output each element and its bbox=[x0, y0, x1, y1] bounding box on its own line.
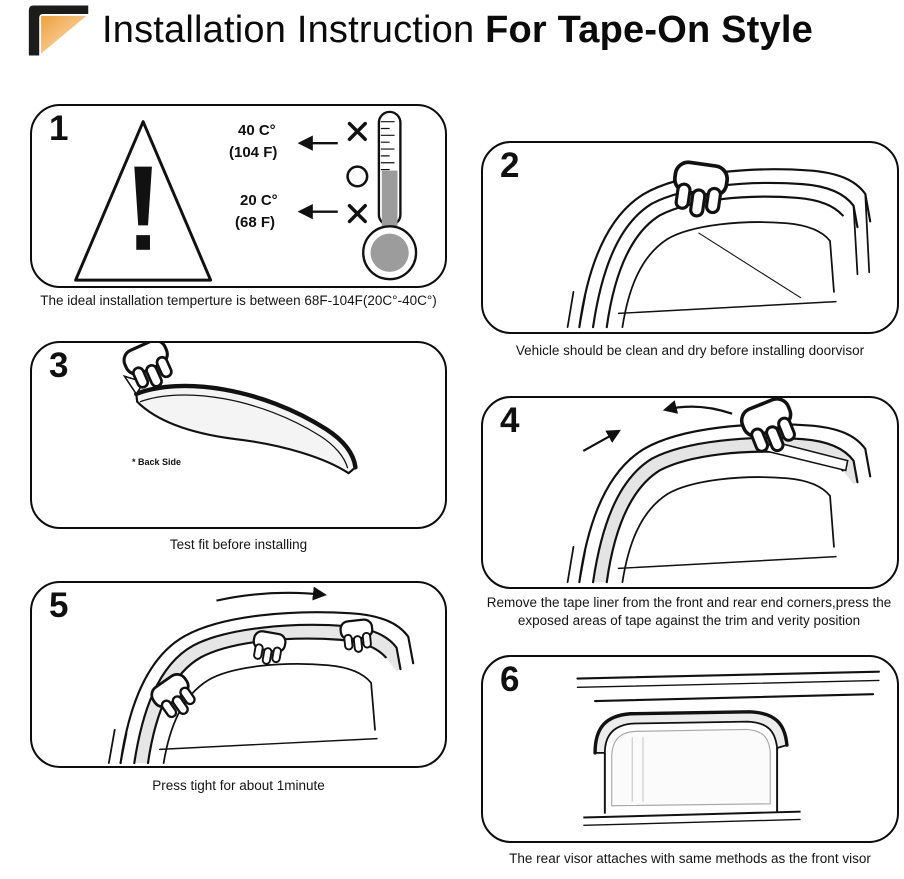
step-1-caption: The ideal installation temperture is bet… bbox=[40, 293, 437, 308]
thermometer-icon bbox=[362, 110, 418, 281]
warning-triangle-icon bbox=[74, 120, 213, 282]
cross-icon bbox=[347, 121, 367, 142]
temp-high-c: 40 C° bbox=[238, 122, 276, 139]
rear-window-glass bbox=[611, 728, 771, 807]
page-title: Installation Instruction For Tape-On Sty… bbox=[102, 9, 813, 52]
step-4-number: 4 bbox=[500, 401, 520, 440]
step-3-panel: 3 * Back Side bbox=[30, 341, 447, 529]
visor-band bbox=[593, 437, 858, 583]
step-1-panel: 1 40 C° (104 F) 20 C° (68 F) bbox=[30, 104, 447, 288]
step-3-caption: Test fit before installing bbox=[169, 537, 308, 552]
step-5-panel: 5 bbox=[30, 581, 447, 768]
title-regular: Installation Instruction bbox=[102, 8, 486, 51]
visor-test-fit-illustration bbox=[118, 343, 358, 475]
step-6-panel: 6 bbox=[481, 655, 899, 843]
step-5-number: 5 bbox=[49, 586, 69, 625]
temp-high-f: (104 F) bbox=[229, 144, 278, 161]
title-bold: For Tape-On Style bbox=[485, 8, 813, 51]
step-6-number: 6 bbox=[500, 660, 520, 699]
cross-icon bbox=[347, 204, 367, 224]
temp-low-f: (68 F) bbox=[235, 214, 276, 231]
step-5-caption: Press tight for about 1minute bbox=[152, 778, 325, 793]
roof-trim-lines bbox=[576, 670, 880, 703]
step-4-panel: 4 bbox=[481, 396, 899, 589]
page-corner-icon bbox=[28, 5, 89, 56]
header: Installation Instruction For Tape-On Sty… bbox=[26, 2, 813, 58]
back-side-label: * Back Side bbox=[132, 457, 182, 467]
step-6-caption: The rear visor attaches with same method… bbox=[509, 851, 871, 866]
step-3-number: 3 bbox=[49, 346, 69, 385]
press-tight-illustration bbox=[107, 586, 415, 765]
temperature-illustration bbox=[74, 110, 418, 282]
arrow-right-icon bbox=[216, 586, 327, 602]
step-2-number: 2 bbox=[500, 146, 520, 185]
hand-icon bbox=[249, 628, 288, 668]
clean-window-illustration bbox=[566, 158, 872, 329]
rear-visor-illustration bbox=[576, 670, 880, 827]
hand-icon bbox=[338, 617, 376, 655]
visor-band bbox=[134, 624, 401, 764]
step-2-panel: 2 bbox=[481, 141, 899, 334]
hand-icon bbox=[668, 158, 731, 222]
step-1-number: 1 bbox=[49, 109, 69, 148]
tape-liner-illustration bbox=[566, 398, 872, 584]
step-4-caption: Remove the tape liner from the front and… bbox=[486, 595, 892, 629]
step-2-caption: Vehicle should be clean and dry before i… bbox=[515, 343, 865, 358]
arrow-left-icon bbox=[662, 400, 733, 415]
circle-ok-icon bbox=[346, 165, 369, 188]
arrow-up-right-icon bbox=[582, 429, 621, 452]
temp-low-c: 20 C° bbox=[240, 192, 278, 209]
window-side-frames bbox=[603, 748, 779, 814]
